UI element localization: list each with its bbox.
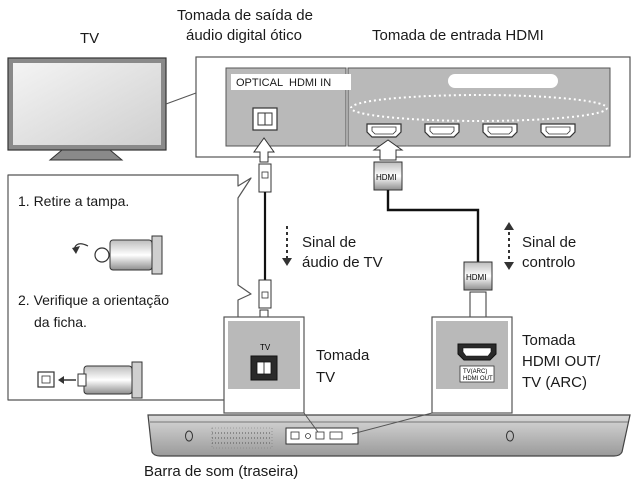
mounting-hole-icon <box>185 430 193 442</box>
hdmi-jack-icon <box>457 343 497 361</box>
tv-jack-label-line2: TV <box>316 369 335 386</box>
tv-jack-small-label: TV <box>260 343 271 352</box>
optical-jack-icon <box>250 355 278 381</box>
soundbar-label: Barra de som (traseira) <box>144 463 298 480</box>
tv-label: TV <box>80 30 99 47</box>
hdmi-plug-top-label: HDMI <box>376 173 396 182</box>
optical-cable <box>253 137 275 335</box>
hdmi-out-label-line3: TV (ARC) <box>522 374 587 391</box>
vent-grille <box>211 427 273 449</box>
hdmi-jack-icon <box>482 123 518 138</box>
hdmi-out-callout: TV(ARC) HDMI OUT <box>351 316 513 435</box>
hdmi-out-label-line1: Tomada <box>522 332 576 349</box>
hdmi-cable: HDMI HDMI <box>372 139 494 337</box>
step-1-text: 1. Retire a tampa. <box>18 193 129 209</box>
tv-back-panel: OPTICAL HDMI IN <box>195 56 631 158</box>
plug-orientation-illustration <box>37 361 143 399</box>
audio-signal-arrow-icon <box>282 226 292 266</box>
hdmi-in-title: Tomada de entrada HDMI <box>372 27 544 44</box>
step-2-text-line1: 2. Verifique a orientação <box>18 292 169 308</box>
soundbar <box>147 414 631 457</box>
panel-hdmi-in-label: HDMI IN <box>289 77 331 89</box>
mounting-hole-icon <box>506 430 514 442</box>
control-signal-label-line2: controlo <box>522 254 575 271</box>
tv-jack-callout: TV <box>223 316 319 433</box>
step-2-text-line2: da ficha. <box>34 314 87 330</box>
instruction-callout: 1. Retire a tampa. 2. Verifique a orient… <box>7 174 252 401</box>
hdmi-out-label-line2: HDMI OUT/ <box>522 353 601 370</box>
hdmi-plug-bottom-label: HDMI <box>466 273 486 282</box>
rear-port-panel <box>285 427 359 445</box>
hdmi-out-small-label-line1: TV(ARC) <box>463 369 487 375</box>
hdmi-jack-icon <box>540 123 576 138</box>
tv-icon <box>7 57 167 161</box>
optical-out-label-line2: áudio digital ótico <box>186 27 302 44</box>
hdmi-jack-icon <box>366 123 402 138</box>
tv-jack-label-line1: Tomada <box>316 347 370 364</box>
remove-cap-illustration <box>72 235 163 275</box>
control-signal-arrow-icon <box>504 222 514 270</box>
hdmi-highlight <box>350 94 608 122</box>
control-signal-label-line1: Sinal de <box>522 234 576 251</box>
audio-signal-label-line1: Sinal de <box>302 234 356 251</box>
hdmi-out-small-label-line2: HDMI OUT <box>463 376 493 382</box>
panel-optical-label: OPTICAL <box>236 77 283 89</box>
optical-jack-icon <box>252 107 278 131</box>
hdmi-jack-icon <box>424 123 460 138</box>
optical-out-label-line1: Tomada de saída de <box>177 7 313 24</box>
audio-signal-label-line2: áudio de TV <box>302 254 383 271</box>
